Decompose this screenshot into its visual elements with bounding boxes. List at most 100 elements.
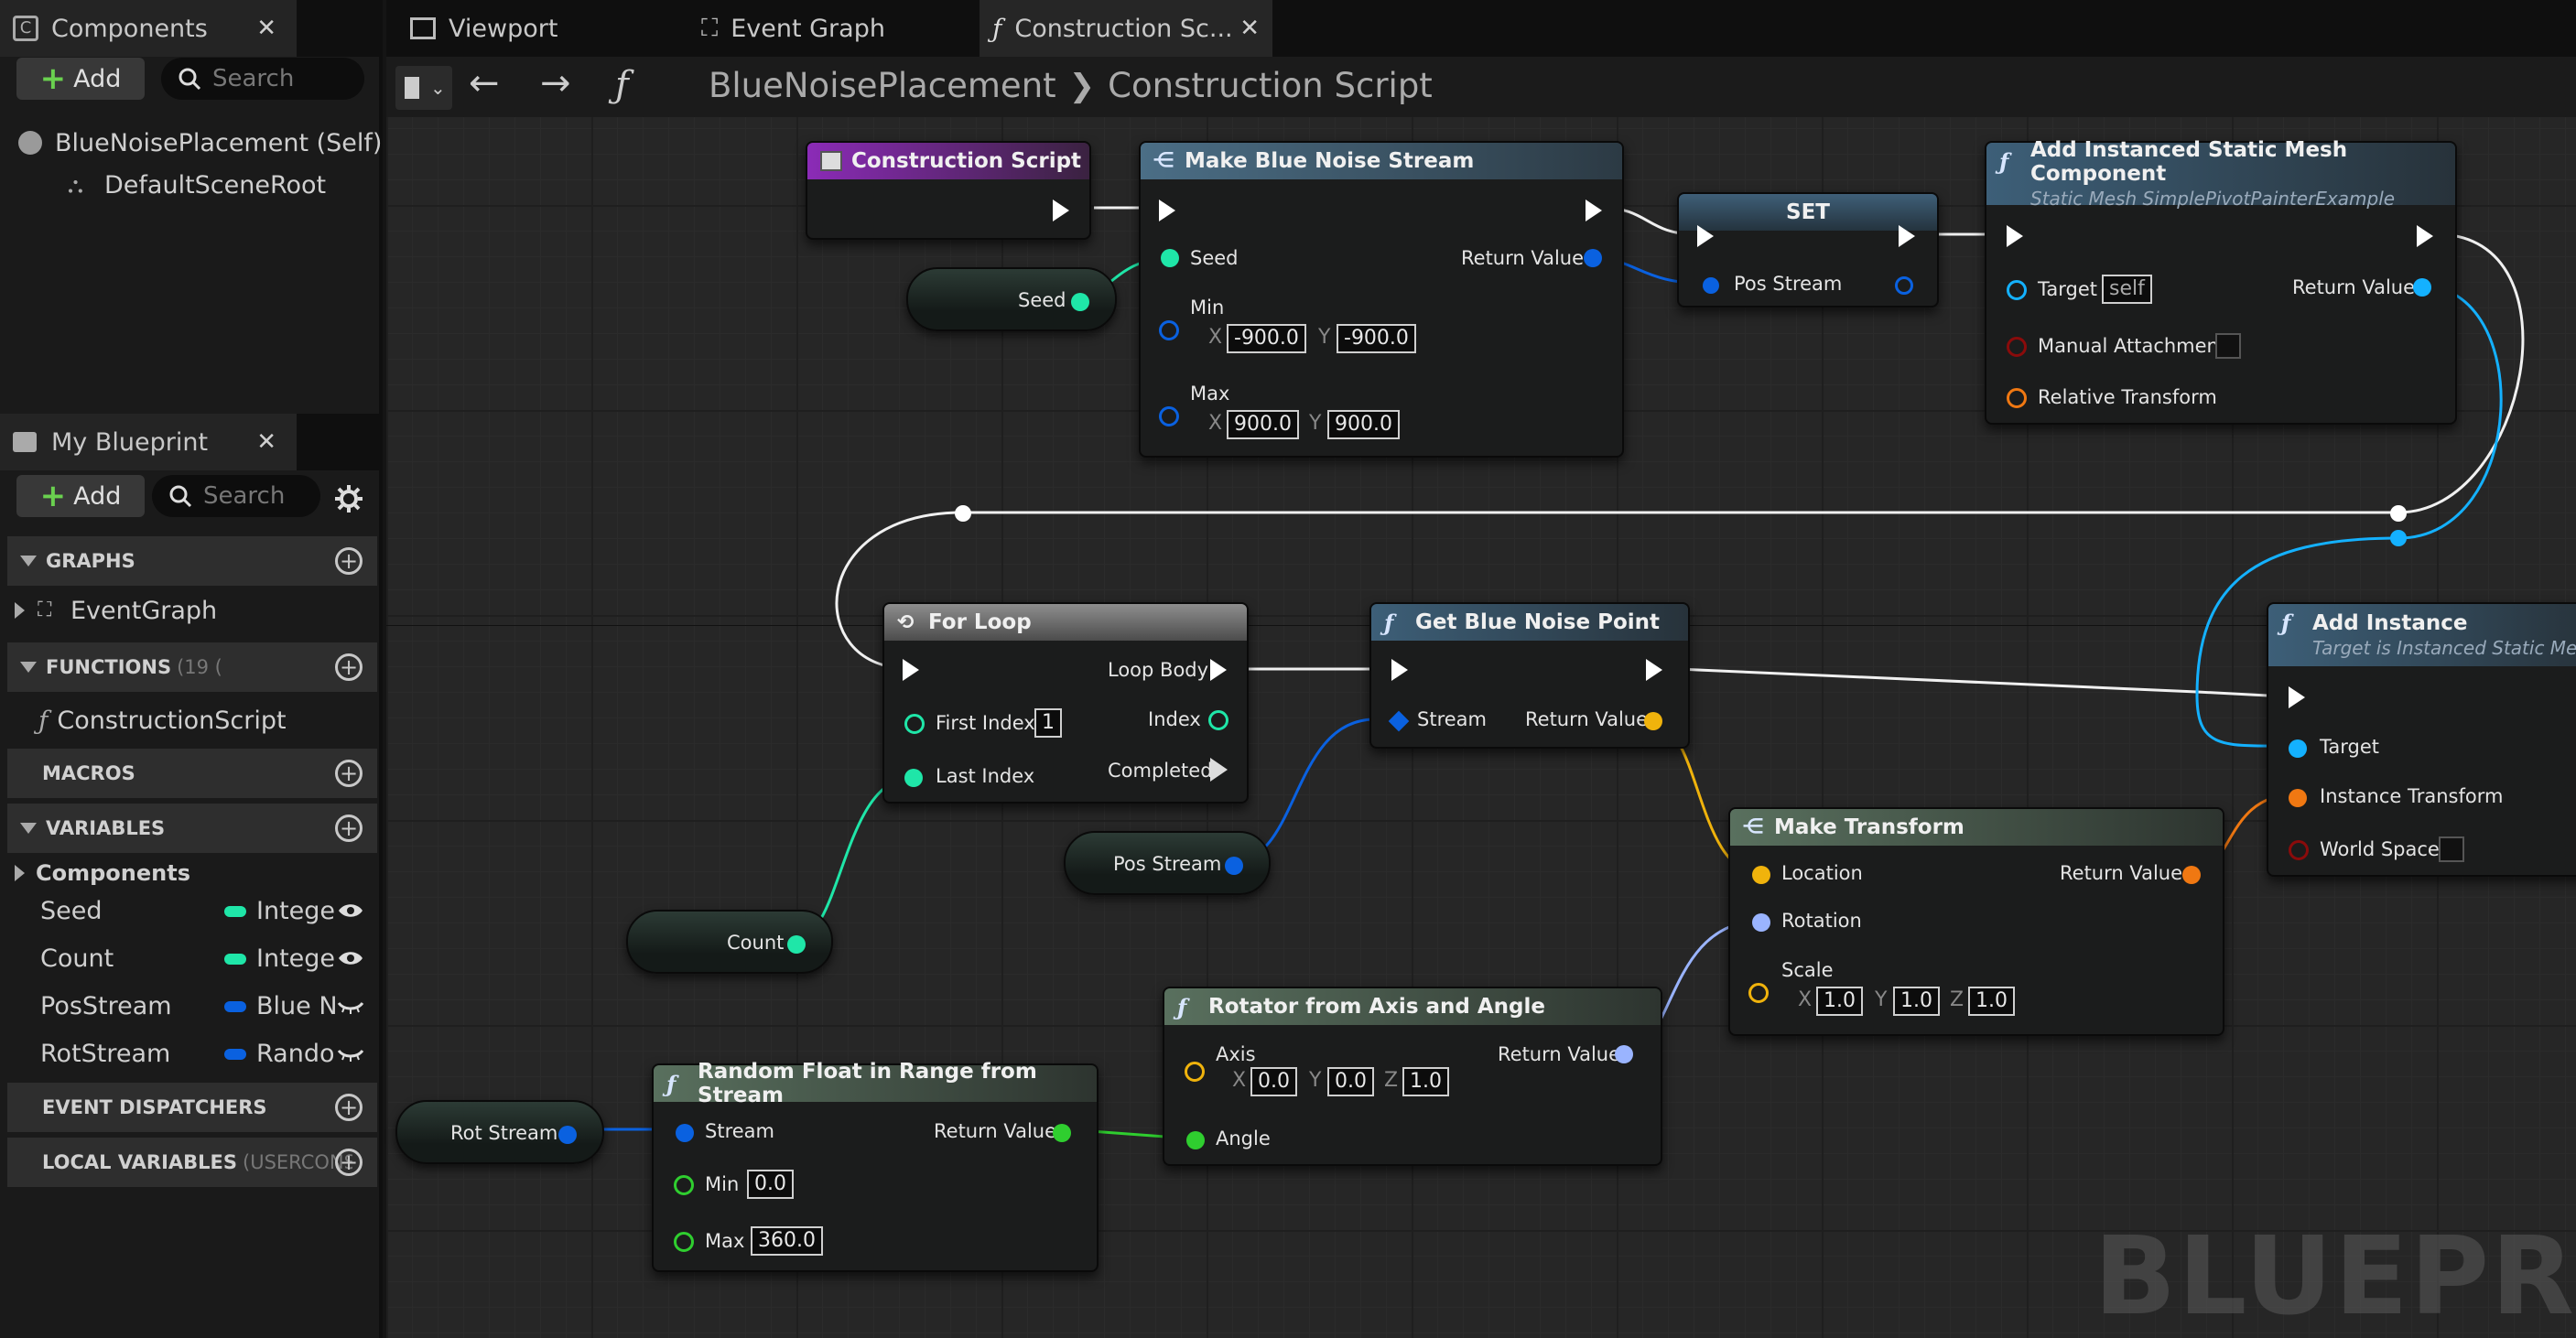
exec-out-pin[interactable] bbox=[2417, 225, 2433, 247]
close-icon[interactable]: ✕ bbox=[1239, 15, 1260, 42]
node-add-instanced-static-mesh-component[interactable]: ƒ Add Instanced Static Mesh Component St… bbox=[1985, 138, 2457, 425]
seed-out-pin[interactable] bbox=[1071, 293, 1089, 311]
section-macros[interactable]: MACROS+ bbox=[7, 749, 377, 798]
reroute-node[interactable] bbox=[955, 505, 971, 522]
eye-closed-icon[interactable] bbox=[337, 996, 364, 1016]
manual-attachment-checkbox[interactable] bbox=[2215, 333, 2241, 359]
rot-stream-out-pin[interactable] bbox=[558, 1126, 577, 1144]
node-make-blue-noise-stream[interactable]: ⋲ Make Blue Noise Stream Seed Return Val… bbox=[1139, 141, 1624, 458]
instance-transform-pin[interactable] bbox=[2289, 789, 2307, 807]
blueprint-add-button[interactable]: +Add bbox=[16, 475, 145, 517]
node-set[interactable]: SET Pos Stream bbox=[1677, 192, 1939, 308]
section-event-dispatchers[interactable]: EVENT DISPATCHERS+ bbox=[7, 1083, 377, 1132]
eye-closed-icon[interactable] bbox=[337, 1043, 364, 1063]
axis-y-field[interactable]: 0.0 bbox=[1327, 1067, 1374, 1096]
var-node-rot-stream[interactable]: Rot Stream bbox=[395, 1100, 604, 1164]
first-index-pin[interactable] bbox=[904, 714, 925, 734]
add-graph-icon[interactable]: + bbox=[335, 547, 363, 575]
return-pin[interactable] bbox=[1053, 1124, 1071, 1142]
exec-in-pin[interactable] bbox=[2007, 225, 2023, 247]
seed-pin[interactable] bbox=[1161, 249, 1179, 267]
add-function-icon[interactable]: + bbox=[335, 653, 363, 681]
tab-viewport[interactable]: Viewport bbox=[386, 0, 683, 57]
tab-components[interactable]: C Components ✕ bbox=[0, 0, 297, 57]
completed-pin[interactable] bbox=[1210, 758, 1228, 782]
exec-in-pin[interactable] bbox=[903, 659, 919, 681]
scale-pin[interactable] bbox=[1748, 983, 1769, 1003]
return-pin[interactable] bbox=[2413, 278, 2431, 297]
return-pin[interactable] bbox=[1644, 712, 1662, 730]
section-functions[interactable]: FUNCTIONS(19 (+ bbox=[7, 642, 377, 692]
node-for-loop[interactable]: ⟲ For Loop Loop Body First Index 1 Index… bbox=[882, 602, 1249, 804]
rotation-pin[interactable] bbox=[1752, 913, 1770, 932]
first-index-field[interactable]: 1 bbox=[1034, 708, 1062, 738]
var-category-components[interactable]: Components bbox=[15, 855, 394, 891]
target-value-field[interactable]: self bbox=[2102, 275, 2152, 304]
world-space-pin[interactable] bbox=[2289, 840, 2309, 860]
back-arrow-icon[interactable]: ← bbox=[469, 62, 500, 104]
return-pin[interactable] bbox=[1615, 1045, 1633, 1063]
exec-out-pin[interactable] bbox=[1646, 659, 1662, 681]
node-make-transform[interactable]: ⋲ Make Transform Location Return Value R… bbox=[1728, 807, 2224, 1036]
pos-stream-out-pin[interactable] bbox=[1225, 857, 1243, 875]
last-index-pin[interactable] bbox=[904, 769, 923, 787]
exec-in-pin[interactable] bbox=[1697, 225, 1714, 247]
relative-transform-pin[interactable] bbox=[2007, 388, 2027, 408]
axis-z-field[interactable]: 1.0 bbox=[1402, 1067, 1449, 1096]
min-y-field[interactable]: -900.0 bbox=[1337, 324, 1416, 353]
tree-item-root[interactable]: ⛬ DefaultSceneRoot bbox=[68, 165, 447, 205]
location-pin[interactable] bbox=[1752, 866, 1770, 884]
pos-stream-out-pin[interactable] bbox=[1895, 276, 1913, 295]
var-node-count[interactable]: Count bbox=[626, 910, 833, 974]
exec-out-pin[interactable] bbox=[1586, 200, 1602, 221]
add-variable-icon[interactable]: + bbox=[335, 815, 363, 842]
tab-construction-script[interactable]: ƒ Construction Sc... ✕ bbox=[980, 0, 1272, 57]
add-macro-icon[interactable]: + bbox=[335, 760, 363, 787]
scale-y-field[interactable]: 1.0 bbox=[1893, 987, 1940, 1016]
node-rotator-from-axis-angle[interactable]: ƒ Rotator from Axis and Angle Axis X 0.0… bbox=[1163, 987, 1662, 1166]
pos-stream-in-pin[interactable] bbox=[1703, 277, 1719, 294]
tab-event-graph[interactable]: ⛶ Event Graph bbox=[688, 0, 972, 57]
forward-arrow-icon[interactable]: → bbox=[540, 62, 571, 104]
world-space-checkbox[interactable] bbox=[2439, 836, 2464, 862]
scale-x-field[interactable]: 1.0 bbox=[1816, 987, 1863, 1016]
angle-pin[interactable] bbox=[1186, 1131, 1205, 1149]
max-pin[interactable] bbox=[1159, 406, 1179, 426]
eye-icon[interactable] bbox=[337, 948, 364, 968]
index-pin[interactable] bbox=[1208, 710, 1228, 730]
gear-icon[interactable] bbox=[333, 483, 364, 514]
close-icon[interactable]: ✕ bbox=[256, 428, 276, 456]
var-node-pos-stream[interactable]: Pos Stream bbox=[1064, 831, 1271, 895]
section-graphs[interactable]: GRAPHS+ bbox=[7, 536, 377, 586]
stream-pin[interactable] bbox=[1388, 710, 1410, 732]
max-pin[interactable] bbox=[674, 1232, 694, 1252]
function-item-construction[interactable]: ƒ ConstructionScript bbox=[38, 699, 417, 741]
tree-item-self[interactable]: BlueNoisePlacement (Self) bbox=[18, 123, 397, 163]
blueprint-search-input[interactable]: Search bbox=[152, 475, 320, 517]
max-x-field[interactable]: 900.0 bbox=[1227, 410, 1299, 439]
add-dispatcher-icon[interactable]: + bbox=[335, 1094, 363, 1121]
target-pin[interactable] bbox=[2007, 280, 2027, 300]
components-add-button[interactable]: +Add bbox=[16, 58, 145, 100]
bookmark-button[interactable]: ⌄ bbox=[395, 66, 452, 110]
node-add-instance[interactable]: ƒ Add Instance Target is Instanced Stati… bbox=[2267, 602, 2576, 877]
max-y-field[interactable]: 900.0 bbox=[1327, 410, 1400, 439]
graph-item-eventgraph[interactable]: ⛶ EventGraph bbox=[15, 589, 394, 631]
exec-in-pin[interactable] bbox=[1391, 659, 1408, 681]
node-random-float-in-range[interactable]: ƒ Random Float in Range from Stream Stre… bbox=[652, 1060, 1099, 1272]
target-pin[interactable] bbox=[2289, 739, 2307, 758]
min-x-field[interactable]: -900.0 bbox=[1227, 324, 1306, 353]
min-field[interactable]: 0.0 bbox=[747, 1170, 794, 1199]
max-field[interactable]: 360.0 bbox=[751, 1226, 823, 1256]
eye-icon[interactable] bbox=[337, 901, 364, 921]
axis-pin[interactable] bbox=[1185, 1062, 1205, 1082]
node-get-blue-noise-point[interactable]: ƒ Get Blue Noise Point Stream Return Val… bbox=[1369, 602, 1690, 749]
return-pin[interactable] bbox=[2182, 866, 2201, 884]
min-pin[interactable] bbox=[674, 1175, 694, 1195]
node-construction-script[interactable]: Construction Script bbox=[806, 141, 1091, 240]
reroute-node[interactable] bbox=[2390, 505, 2407, 522]
exec-in-pin[interactable] bbox=[2289, 686, 2305, 708]
exec-out-pin[interactable] bbox=[1899, 225, 1915, 247]
